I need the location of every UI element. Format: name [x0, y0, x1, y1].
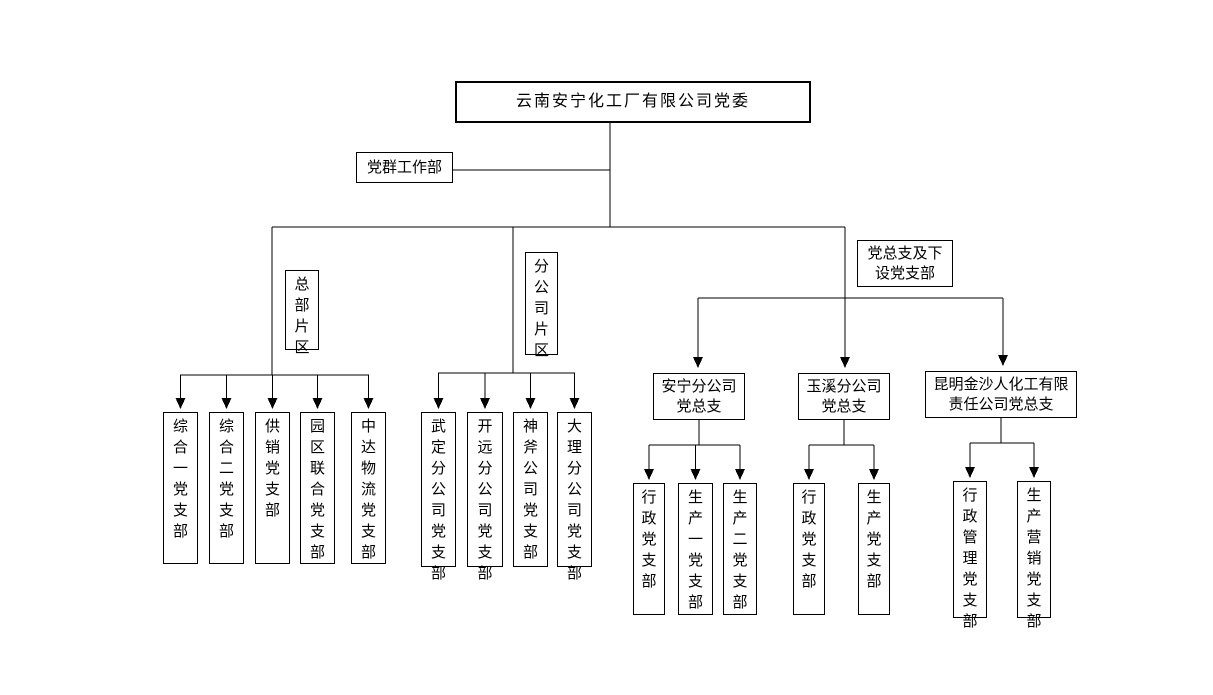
node-kunming-production-marketing-branch: 生产营销党支部	[1017, 481, 1051, 630]
node-anning-general-branch: 安宁分公司 党总支	[653, 373, 745, 420]
node-dali-branch: 大理分公司党支部	[557, 412, 592, 582]
node-anning-production-2-branch: 生产二党支部	[723, 483, 757, 615]
region-label-branch-companies: 分公司片区	[525, 252, 558, 359]
node-party-mass-work-dept: 党群工作部	[356, 152, 453, 183]
node-kunming-jinsharen-general-branch: 昆明金沙人化工有限 责任公司党总支	[925, 371, 1077, 418]
region-label-branch-companies-text: 分公司片区	[533, 259, 549, 359]
node-comprehensive-2-branch: 综合二党支部	[209, 412, 244, 564]
node-party-committee: 云南安宁化工厂有限公司党委	[455, 81, 811, 123]
node-anning-admin-branch: 行政党支部	[633, 483, 665, 615]
node-zhongda-logistics-branch: 中达物流党支部	[351, 412, 386, 564]
node-yuxi-production-branch: 生产党支部	[858, 483, 890, 615]
region-label-headquarters-text: 总部片区	[294, 277, 310, 356]
node-yuxi-general-branch: 玉溪分公司 党总支	[798, 373, 890, 420]
node-shenfu-branch: 神斧公司党支部	[513, 412, 548, 567]
node-anning-production-1-branch: 生产一党支部	[678, 483, 713, 615]
node-park-joint-branch: 园区联合党支部	[300, 412, 335, 564]
region-label-headquarters: 总部片区	[285, 270, 319, 356]
region-label-general-branches: 党总支及下 设党支部	[857, 240, 953, 287]
node-yuxi-admin-branch: 行政党支部	[793, 483, 825, 615]
node-kunming-admin-mgmt-branch: 行政管理党支部	[953, 481, 987, 630]
node-kaiyuan-branch: 开远分公司党支部	[467, 412, 503, 582]
node-wuding-branch: 武定分公司党支部	[421, 412, 456, 582]
node-supply-sales-branch: 供销党支部	[255, 412, 290, 564]
node-comprehensive-1-branch: 综合一党支部	[163, 412, 198, 564]
